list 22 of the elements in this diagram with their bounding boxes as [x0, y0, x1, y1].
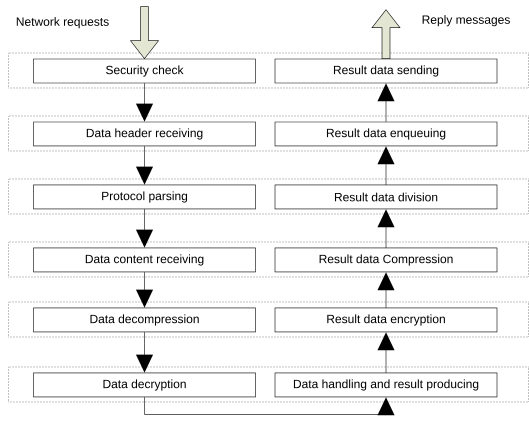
hollow-arrow: [371, 9, 401, 59]
dotted-band: [8, 366, 529, 402]
process-box: Data handling and result producing: [274, 372, 498, 398]
process-box: Data decryption: [33, 372, 256, 398]
process-box: Result data Compression: [274, 248, 498, 272]
process-box: Data content receiving: [33, 248, 256, 272]
process-box: Result data sending: [274, 58, 498, 84]
process-box: Result data division: [274, 184, 498, 210]
dotted-band: [8, 242, 529, 278]
dotted-band: [8, 302, 529, 338]
dotted-band: [8, 116, 529, 152]
edge-label: Network requests: [14, 16, 110, 30]
process-box: Data decompression: [33, 308, 256, 332]
process-box: Security check: [33, 58, 256, 84]
process-box: Data header receiving: [33, 122, 256, 146]
process-box: Result data enqueuing: [274, 122, 498, 146]
dotted-band: [8, 178, 529, 214]
process-box: Result data encryption: [274, 308, 498, 332]
dotted-band: [8, 52, 529, 88]
edge-label: Reply messages: [420, 14, 512, 28]
process-box: Protocol parsing: [33, 184, 256, 210]
hollow-arrow: [130, 6, 160, 60]
